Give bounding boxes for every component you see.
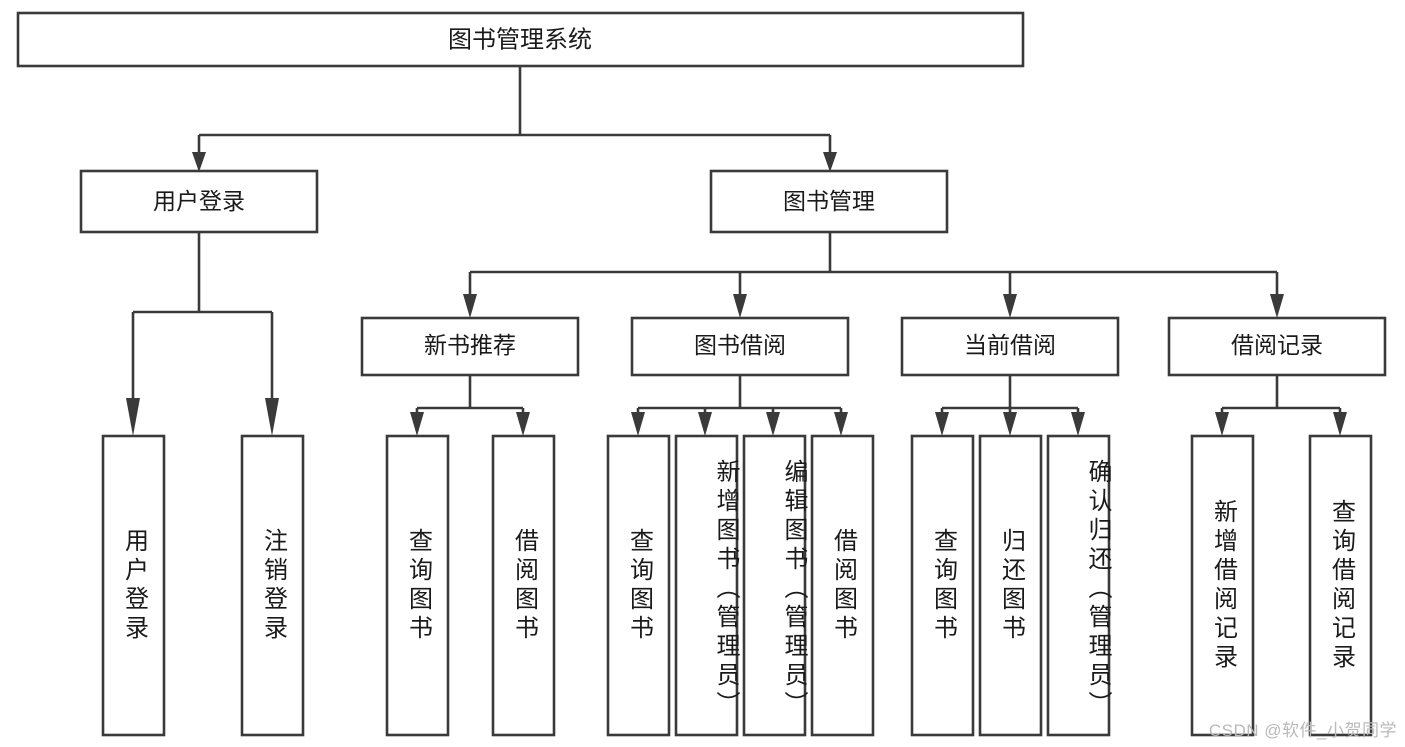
arrowhead-user-login	[192, 152, 206, 172]
node-borrow-records[interactable]: 借阅记录	[1167, 316, 1387, 377]
arrowhead-borrow-records	[1270, 294, 1284, 318]
leaf-borrow-book-2-box[interactable]	[810, 434, 875, 737]
connector-group	[126, 66, 1347, 436]
node-root-system-box[interactable]	[16, 11, 1025, 68]
leaf-borrow-book-1-box[interactable]	[491, 434, 556, 737]
arrowhead-leaf-logout	[265, 398, 279, 436]
node-new-book-recommend-label: 新书推荐	[424, 332, 516, 358]
node-current-borrow[interactable]: 当前借阅	[900, 316, 1120, 377]
leaf-query-book-1-box[interactable]	[385, 434, 450, 737]
leaf-confirm-return-admin-box[interactable]	[1046, 434, 1111, 737]
leaf-query-book-3-box[interactable]	[910, 434, 975, 737]
node-book-borrow-box[interactable]	[630, 316, 850, 377]
arrowhead-leaf-add-borrow-record	[1215, 412, 1229, 436]
arrowhead-leaf-confirm-return-admin	[1071, 412, 1085, 436]
node-current-borrow-box[interactable]	[900, 316, 1120, 377]
node-user-login-box[interactable]	[79, 169, 319, 234]
arrowhead-leaf-query-borrow-record	[1333, 412, 1347, 436]
arrowhead-leaf-user-login	[126, 398, 140, 436]
arrowhead-leaf-borrow-book-2	[834, 412, 848, 436]
arrowhead-book-borrow	[733, 294, 747, 318]
arrowhead-book-management	[823, 152, 837, 172]
node-book-management[interactable]: 图书管理	[709, 169, 949, 234]
node-root-system[interactable]: 图书管理系统	[16, 11, 1025, 68]
arrowhead-leaf-edit-book-admin	[766, 412, 780, 436]
node-borrow-records-box[interactable]	[1167, 316, 1387, 377]
arrowhead-current-borrow	[1003, 294, 1017, 318]
arrowhead-leaf-borrow-book-1	[516, 412, 530, 436]
leaf-query-borrow-record-box[interactable]	[1308, 434, 1373, 737]
leaf-add-book-admin-box[interactable]	[674, 434, 739, 737]
node-user-login-label: 用户登录	[153, 188, 245, 214]
arrowhead-leaf-query-book-2	[631, 412, 645, 436]
node-new-book-recommend-box[interactable]	[360, 316, 580, 377]
arrowhead-leaf-query-book-1	[410, 412, 424, 436]
node-borrow-records-label: 借阅记录	[1231, 332, 1323, 358]
node-book-management-box[interactable]	[709, 169, 949, 234]
leaf-query-book-2-box[interactable]	[606, 434, 671, 737]
node-new-book-recommend[interactable]: 新书推荐	[360, 316, 580, 377]
node-root-system-label: 图书管理系统	[448, 26, 592, 53]
node-user-login[interactable]: 用户登录	[79, 169, 319, 234]
leaf-edit-book-admin-box[interactable]	[742, 434, 807, 737]
arrowhead-new-book-recommend	[463, 294, 477, 318]
arrowhead-leaf-add-book-admin	[698, 412, 712, 436]
node-current-borrow-label: 当前借阅	[964, 332, 1056, 358]
leaf-logout-box[interactable]	[240, 434, 305, 737]
node-book-management-label: 图书管理	[783, 188, 875, 214]
leaf-user-login-box[interactable]	[101, 434, 166, 737]
node-book-borrow-label: 图书借阅	[694, 332, 786, 358]
arrowhead-leaf-return-book	[1003, 412, 1017, 436]
arrowhead-leaf-query-book-3	[935, 412, 949, 436]
node-book-borrow[interactable]: 图书借阅	[630, 316, 850, 377]
leaf-return-book-box[interactable]	[978, 434, 1043, 737]
leaf-add-borrow-record-box[interactable]	[1190, 434, 1255, 737]
watermark-text: CSDN @软件_小贺同学	[1208, 721, 1397, 740]
